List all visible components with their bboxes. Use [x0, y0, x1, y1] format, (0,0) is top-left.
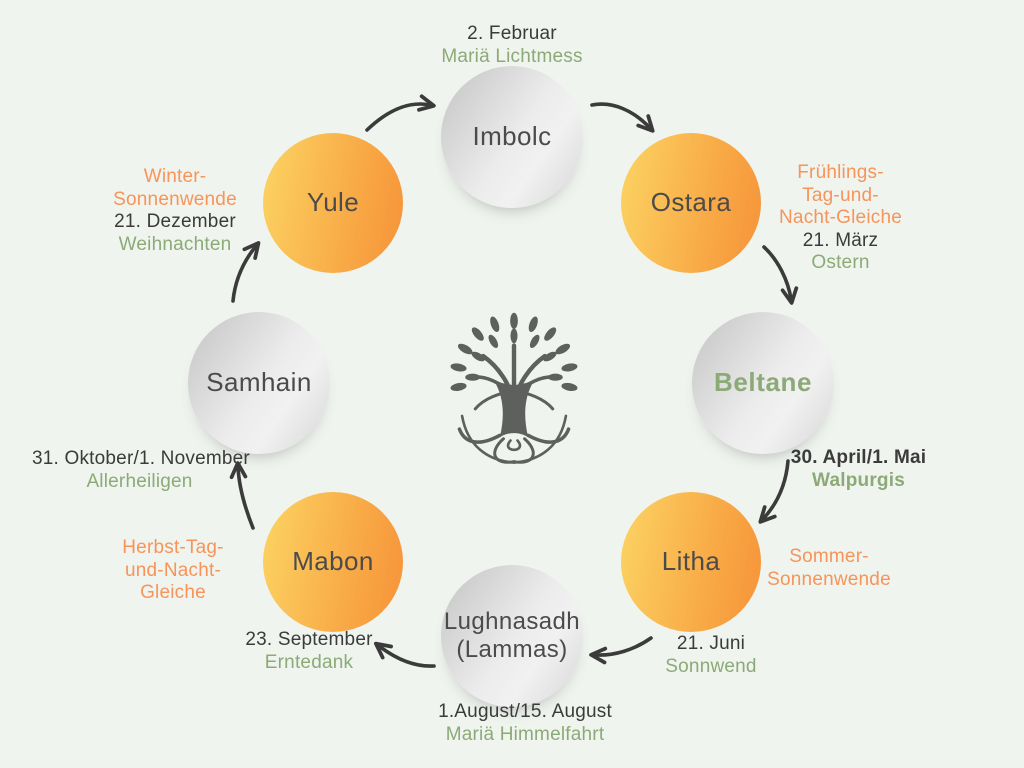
arrow-litha-to-lughnasadh: [589, 636, 653, 665]
samhain-holiday: Allerheiligen: [86, 470, 193, 492]
label-imbolc: 2. Februar Mariä Lichtmess: [421, 23, 603, 68]
circle-beltane: Beltane: [692, 312, 834, 454]
beltane-holiday: Walpurgis: [812, 469, 905, 491]
lughnasadh-holiday: Mariä Himmelfahrt: [445, 723, 605, 745]
label-litha-season: Sommer- Sonnenwende: [764, 546, 894, 591]
yule-holiday: Weihnachten: [118, 233, 232, 255]
label-ostara: Frühlings- Tag-und- Nacht-Gleiche 21. Mä…: [773, 162, 908, 275]
ostara-date: 21. März: [802, 229, 879, 251]
litha-season-line1: Sommer-: [789, 546, 869, 567]
lughnasadh-date: 1.August/15. August: [438, 701, 612, 722]
circle-imbolc: Imbolc: [441, 66, 583, 208]
tree-trunk: [492, 378, 536, 438]
tree-of-life-icon: [449, 312, 579, 464]
beltane-date: 30. April/1. Mai: [790, 447, 927, 468]
label-mabon-date: 23. September Erntedank: [243, 629, 375, 674]
arrow-beltane-to-litha: [758, 459, 790, 524]
mabon-date: 23. September: [245, 629, 373, 650]
circle-litha: Litha: [621, 492, 761, 632]
yule-season-line1: Winter-: [143, 166, 207, 187]
ostara-season-line3: Nacht-Gleiche: [779, 207, 902, 228]
imbolc-holiday: Mariä Lichtmess: [441, 45, 583, 67]
litha-season-line2: Sonnenwende: [767, 568, 891, 590]
circle-samhain: Samhain: [188, 312, 330, 454]
circle-lughnasadh-name-line1: Lughnasadh: [443, 608, 581, 636]
mabon-season-line2: und-Nacht-: [125, 559, 221, 581]
litha-date: 21. Juni: [676, 633, 746, 654]
circle-litha-name: Litha: [661, 546, 721, 577]
circle-imbolc-name: Imbolc: [472, 121, 552, 152]
imbolc-date: 2. Februar: [467, 23, 557, 44]
mabon-season-line3: Gleiche: [140, 582, 206, 603]
label-yule: Winter- Sonnenwende 21. Dezember Weihnac…: [100, 166, 250, 256]
mabon-holiday: Erntedank: [264, 651, 354, 673]
circle-lughnasadh: Lughnasadh (Lammas): [441, 565, 583, 707]
circle-ostara-name: Ostara: [650, 187, 732, 218]
yule-season-line2: Sonnenwende: [113, 188, 237, 210]
label-lughnasadh: 1.August/15. August Mariä Himmelfahrt: [425, 701, 625, 746]
label-samhain: 31. Oktober/1. November Allerheiligen: [32, 448, 250, 493]
label-beltane: 30. April/1. Mai Walpurgis: [786, 447, 931, 492]
samhain-date: 31. Oktober/1. November: [32, 448, 250, 469]
circle-mabon: Mabon: [263, 492, 403, 632]
circle-samhain-name: Samhain: [206, 367, 312, 398]
arrow-yule-to-imbolc: [365, 94, 436, 132]
litha-holiday: Sonnwend: [665, 655, 757, 677]
ostara-season-line2: Tag-und-: [802, 184, 879, 206]
arrow-lughnasadh-to-mabon: [373, 641, 436, 668]
circle-yule: Yule: [263, 133, 403, 273]
mabon-season-line1: Herbst-Tag-: [122, 537, 224, 558]
circle-yule-name: Yule: [306, 187, 360, 218]
yule-date: 21. Dezember: [114, 211, 236, 232]
ostara-holiday: Ostern: [811, 252, 870, 273]
ostara-season-line1: Frühlings-: [797, 162, 884, 183]
circle-ostara: Ostara: [621, 133, 761, 273]
circle-lughnasadh-name-line2: (Lammas): [456, 636, 568, 663]
circle-beltane-name: Beltane: [713, 367, 813, 398]
arrow-imbolc-to-ostara: [590, 102, 655, 133]
label-litha-date: 21. Juni Sonnwend: [646, 633, 776, 678]
circle-mabon-name: Mabon: [292, 546, 374, 577]
label-mabon-season: Herbst-Tag- und-Nacht- Gleiche: [110, 537, 236, 605]
